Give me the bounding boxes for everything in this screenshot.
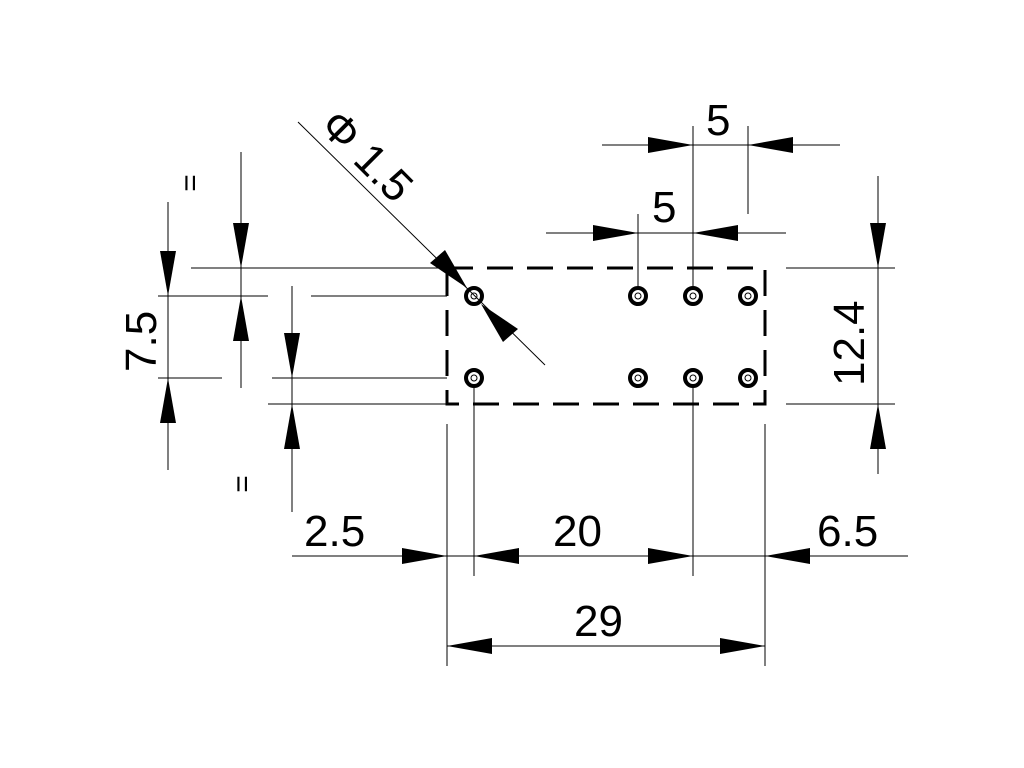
length-label: 29	[574, 597, 623, 646]
component-outline	[445, 266, 767, 406]
offset-right-label: 6.5	[817, 507, 878, 556]
equal-top-label: =	[174, 174, 207, 192]
pin	[738, 368, 758, 388]
length-dimension	[447, 638, 765, 654]
pin	[464, 286, 484, 306]
bottom-extension-lines	[446, 386, 766, 666]
equal-bottom-label: =	[226, 475, 259, 493]
mid-pitch-dimension	[546, 214, 786, 290]
height-dimension	[786, 176, 895, 474]
diameter-leader	[297, 121, 546, 366]
top-pitch-label: 5	[706, 96, 730, 145]
offset-left-label: 2.5	[304, 507, 365, 556]
row-spacing-label: 7.5	[117, 311, 166, 372]
height-label: 12.4	[825, 300, 874, 386]
equal-top-dimension	[191, 152, 447, 388]
pin-group	[464, 286, 758, 388]
pin	[628, 368, 648, 388]
span-20-label: 20	[553, 507, 602, 556]
pin	[738, 286, 758, 306]
pin	[464, 368, 484, 388]
pin	[683, 286, 703, 306]
top-pitch-dimension	[602, 126, 840, 290]
pin	[628, 286, 648, 306]
pin	[683, 368, 703, 388]
equal-bottom-dimension	[268, 286, 447, 512]
mid-pitch-label: 5	[652, 183, 676, 232]
chain-dimension	[292, 548, 908, 564]
row-spacing-dimension	[158, 202, 447, 470]
diameter-label: Φ 1.5	[311, 100, 422, 211]
